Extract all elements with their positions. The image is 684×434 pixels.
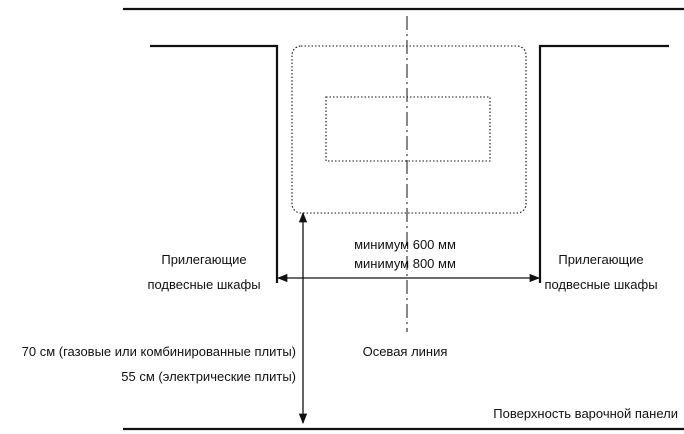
- min-width-800-label: минимум 800 мм: [354, 256, 456, 271]
- cooktop-surface-label: Поверхность варочной панели: [493, 406, 678, 421]
- min-width-600-label: минимум 600 мм: [354, 237, 456, 252]
- left-cabinet-outline: [150, 44, 279, 283]
- left-cabinet-label-line1: Прилегающие: [161, 252, 246, 267]
- range-hood-outline: [291, 45, 527, 214]
- range-hood-inner-panel: [325, 96, 491, 162]
- right-cabinet-outline: [538, 44, 669, 283]
- height-electric-label: 55 см (электрические плиты): [121, 369, 296, 384]
- center-line-label: Осевая линия: [363, 344, 448, 359]
- right-cabinet-label-line1: Прилегающие: [558, 252, 643, 267]
- height-gas-label: 70 см (газовые или комбинированные плиты…: [22, 344, 296, 359]
- left-cabinet-label-line2: подвесные шкафы: [147, 277, 260, 292]
- right-cabinet-label-line2: подвесные шкафы: [544, 277, 657, 292]
